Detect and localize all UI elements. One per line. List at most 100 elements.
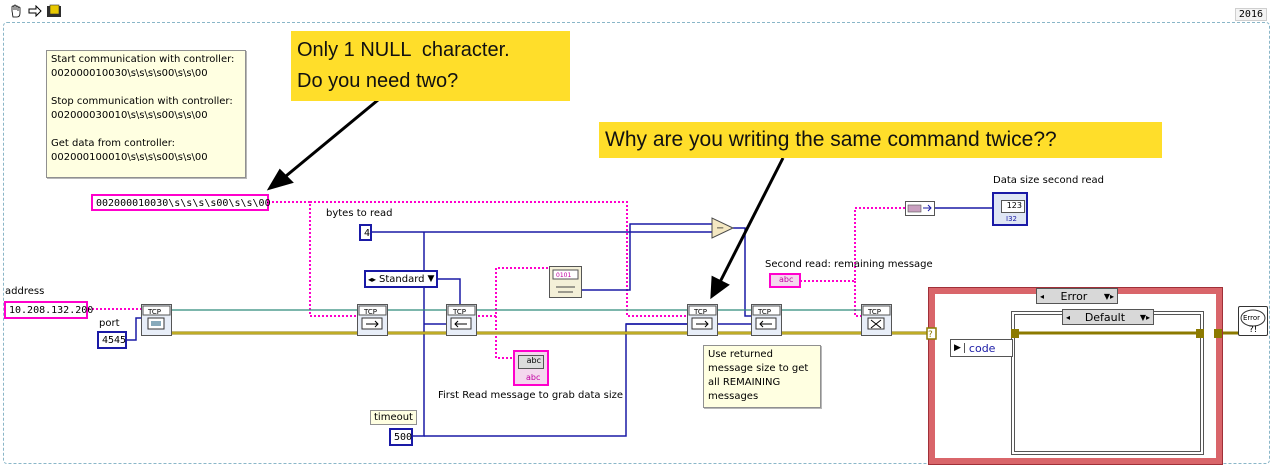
tcp-close-node[interactable]: TCP [861,304,892,336]
data-size-label: Data size second read [993,175,1104,186]
second-read-label: Second read: remaining message [765,259,933,270]
case-next-icon[interactable]: ▼▸ [1139,312,1150,322]
data-size-indicator[interactable]: 123 I32 [992,192,1028,226]
default-case-label: Default [1084,310,1126,324]
unbundle-arrow-icon: ▶ [951,343,965,353]
tcp-open-icon: TCP [142,305,171,330]
null-character-callout: Only 1 NULL character. Do you need two? [291,31,570,101]
compare-node [711,217,735,239]
callout-arrow [718,157,785,283]
error-case-selector[interactable]: ◂ Error ▼▸ [1036,288,1118,304]
tcp-write-node[interactable]: TCP [357,304,388,336]
string-length-node[interactable] [905,201,935,216]
tcp-read-icon: TCP [447,305,476,330]
tunnel-layer: ? [926,327,1222,340]
tcp-write-icon: TCP [688,305,717,330]
string-wire [268,201,358,317]
callout-line: Do you need two? [297,70,459,92]
string-wire [800,207,906,282]
mode-ring-value: Standard [379,273,425,285]
string-wire [310,201,688,317]
numeric-wire [126,317,142,341]
arrow-right-icon[interactable] [27,2,43,20]
case-next-icon[interactable]: ▼▸ [1103,291,1114,301]
note-line: Use returned [708,349,773,360]
note-line: 002000030010\s\s\s\s00\s\s\00 [51,110,208,121]
numeric-wire [580,223,712,291]
bytes-to-read-label: bytes to read [326,208,393,219]
toolbar: 2016 [0,0,1273,22]
note-line: Stop communication with controller: [51,96,233,107]
case-prev-icon[interactable]: ◂ [1040,291,1045,301]
svg-text:?!: ?! [1249,325,1257,335]
run-icon[interactable] [46,2,62,20]
svg-text:TCP: TCP [452,308,466,316]
svg-text:TCP: TCP [867,308,881,316]
error-handler-node[interactable]: Error?! [1238,306,1268,336]
error-tunnel [1214,329,1222,338]
port-label: port [99,318,120,329]
callout-arrow [285,98,379,178]
default-case-structure[interactable] [1011,311,1204,455]
note-line: 002000100010\s\s\s\s00\s\s\00 [51,152,208,163]
first-read-indicator[interactable]: abc abc [513,350,549,386]
callout-arrow-head [710,275,730,300]
case-selector-terminal-text: ? [928,330,933,340]
tcp-close-icon: TCP [862,305,891,330]
second-read-indicator-tag: abc [779,275,794,284]
data-size-type: I32 [1006,215,1017,223]
note-line: 002000010030\s\s\s\s00\s\s\00 [51,68,208,79]
case-selector-terminal [926,327,937,340]
unflatten-node[interactable]: 0101 [549,266,582,298]
command-string-constant[interactable]: 002000010030\s\s\s\s00\s\s\00 [91,194,271,211]
tcp-write-node-2[interactable]: TCP [687,304,718,336]
numeric-wire [424,323,688,437]
svg-text:Error: Error [1243,314,1260,322]
commands-note: Start communication with controller: 002… [46,50,246,178]
note-line: messages [708,391,759,402]
case-prev-icon[interactable]: ◂ [1066,312,1071,322]
bytes-to-read-constant[interactable]: 4 [359,224,372,241]
callout-arrow-head [266,168,294,191]
same-command-callout: Why are you writing the same command twi… [599,122,1162,158]
svg-text:0101: 0101 [556,272,571,279]
numeric-wire [733,227,752,317]
unbundle-node[interactable]: ▶ code [950,339,1013,357]
error-tunnel [1196,329,1204,338]
note-line: message size to get [708,363,809,374]
note-line: all REMAINING [708,377,781,388]
note-line [51,81,241,95]
callout-line: Why are you writing the same command twi… [605,128,1057,151]
block-diagram [3,22,1270,464]
hand-icon[interactable] [8,2,24,20]
address-constant[interactable]: 10.208.132.200 [4,301,93,319]
note-line [51,123,241,137]
address-label: address [5,286,45,297]
first-read-indicator-tag: abc [526,373,541,382]
unbundle-code-label: code [968,341,996,355]
tcp-read-node[interactable]: TCP [446,304,477,336]
ring-arrows-icon: ◂▸ [368,274,377,284]
svg-text:TCP: TCP [757,308,771,316]
default-case-selector[interactable]: ◂ Default ▼▸ [1062,309,1154,325]
dropdown-icon[interactable]: ▼ [427,274,435,284]
svg-text:TCP: TCP [147,308,161,316]
port-constant[interactable]: 4545 [97,331,127,349]
tcp-open-node[interactable]: TCP [141,304,172,336]
note-line: Get data from controller: [51,138,176,149]
first-read-label: First Read message to grab data size [438,390,624,401]
string-wire [478,267,550,317]
first-read-indicator-display: abc [518,355,544,369]
error-case-label: Error [1060,289,1088,303]
version-tag: 2016 [1234,8,1267,21]
data-size-display: 123 [1001,200,1025,213]
timeout-constant[interactable]: 500 [389,428,413,446]
unflatten-icon: 0101 [552,269,579,293]
tcp-read-node-2[interactable]: TCP [751,304,782,336]
mode-ring[interactable]: ◂▸ Standard ▼ [364,270,438,288]
second-read-indicator[interactable]: abc [769,273,801,288]
timeout-label: timeout [370,410,417,425]
tcp-write-icon: TCP [358,305,387,330]
svg-text:TCP: TCP [693,308,707,316]
